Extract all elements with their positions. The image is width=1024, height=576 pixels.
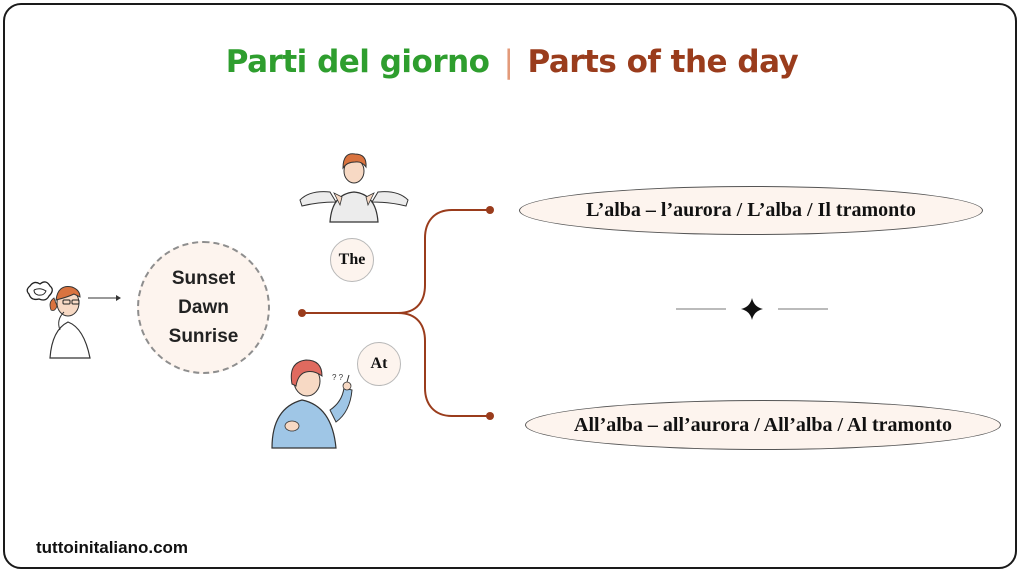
center-word: Dawn (178, 297, 229, 318)
page-title: Parti del giorno | Parts of the day (0, 44, 1024, 80)
branch-start-dot (298, 309, 306, 317)
confused-woman-figure (26, 281, 91, 359)
center-word: Sunrise (168, 326, 239, 347)
bottom-translation-pill: All’alba – all’aurora / All’alba / Al tr… (525, 400, 1001, 450)
branch-top-dot (486, 206, 494, 214)
title-separator: | (503, 44, 514, 80)
questioning-woman-figure: ? ? (271, 359, 353, 449)
top-translation-pill: L’alba – l’aurora / L’alba / Il tramonto (519, 186, 983, 235)
title-italian: Parti del giorno (225, 44, 490, 80)
man-pointing-figure (299, 153, 409, 223)
branch-bottom-dot (486, 412, 494, 420)
branch-connector (302, 209, 490, 417)
input-arrow-head (116, 295, 121, 301)
title-english: Parts of the day (527, 44, 799, 80)
center-words-circle: Sunset Dawn Sunrise (137, 241, 270, 374)
center-word: Sunset (171, 268, 236, 289)
four-point-star-icon (741, 298, 763, 320)
svg-text:? ?: ? ? (332, 373, 344, 382)
footer-website[interactable]: tuttoinitaliano.com (36, 538, 189, 557)
article-the-bubble: The (330, 238, 374, 282)
article-at-bubble: At (357, 342, 401, 386)
